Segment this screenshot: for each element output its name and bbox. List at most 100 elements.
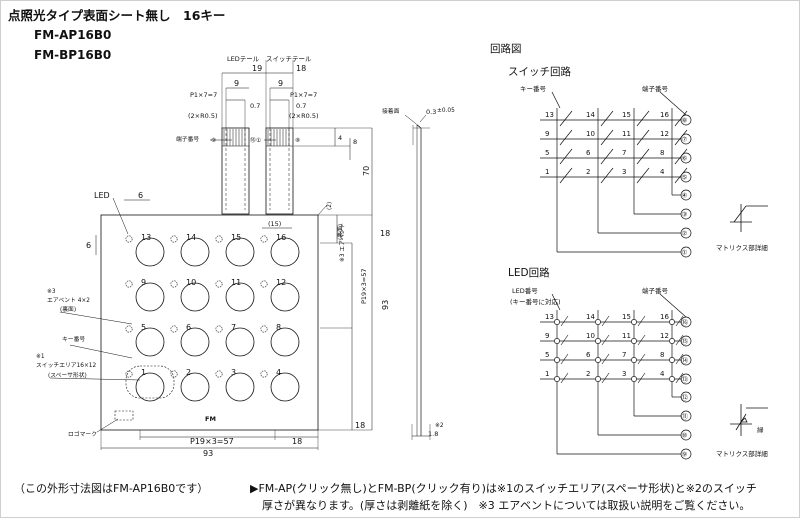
- svg-text:①: ①: [682, 249, 688, 257]
- grid-key-2: 2: [586, 370, 590, 378]
- key-9: [135, 282, 165, 312]
- model-number-ap: FM-AP16B0: [34, 28, 112, 42]
- key-number-15: 15: [231, 233, 241, 242]
- keypad-panel: [100, 214, 319, 431]
- grid-key-6: 6: [586, 149, 591, 157]
- svg-text:⑫: ⑫: [682, 394, 689, 402]
- led-tail-body: [221, 127, 250, 215]
- note1-title: ※1: [36, 354, 45, 360]
- switch-tail-label: スイッチテール: [266, 55, 312, 63]
- key-number-8: 8: [276, 323, 281, 332]
- pitch-vertical: P19×3=57: [360, 269, 368, 305]
- key-number-7: 7: [231, 323, 236, 332]
- terminal-⑮: [680, 335, 692, 347]
- led-number-label: LED番号: [512, 287, 538, 295]
- dim-15: (15): [268, 220, 281, 228]
- pin-1-label: ①: [256, 137, 261, 144]
- key-number-11: 11: [231, 278, 241, 287]
- key-15: [225, 237, 255, 267]
- dim-07-led: 0.7: [250, 102, 260, 110]
- note3-vent: エアベント 4×2: [47, 297, 90, 304]
- led-1: [125, 370, 133, 378]
- key-4: [270, 372, 300, 402]
- switch-tail-body: [265, 127, 294, 215]
- dim-9-led: 9: [234, 79, 239, 88]
- grid-key-11: 11: [622, 130, 631, 138]
- dim-18-right-a: 18: [380, 229, 390, 238]
- grid-key-14: 14: [586, 111, 595, 119]
- side-view: [404, 114, 431, 440]
- led-15: [215, 235, 223, 243]
- svg-text:⑥: ⑥: [682, 155, 688, 163]
- key-8: [270, 327, 300, 357]
- footer-note-right-2: 厚さが異なります。(厚さは剥離紙を除く) ※3 エアベントについては取扱い説明を…: [262, 499, 751, 512]
- grid-key-9: 9: [545, 332, 549, 340]
- key-6: [180, 327, 210, 357]
- led-tail-connector: [222, 129, 249, 147]
- logo-mark-area: [114, 410, 134, 421]
- svg-text:④: ④: [682, 192, 688, 200]
- pitch-horizontal: P19×3=57: [190, 437, 234, 446]
- svg-text:⑬: ⑬: [682, 376, 689, 384]
- terminal-⑨: [680, 448, 692, 460]
- dim-4: 4: [338, 134, 342, 142]
- key-12: [270, 282, 300, 312]
- grid-key-7: 7: [622, 351, 626, 359]
- grid-key-13: 13: [545, 111, 554, 119]
- key-14: [180, 237, 210, 267]
- terminal-⑬: [680, 373, 692, 385]
- key-3: [225, 372, 255, 402]
- key-number-1: 1: [141, 368, 146, 377]
- dim-93-right: 93: [381, 300, 390, 310]
- radius-led: (2×R0.5): [188, 112, 218, 120]
- grid-key-14: 14: [586, 313, 595, 321]
- terminal-⑥: [680, 152, 692, 164]
- key-number-5: 5: [141, 323, 146, 332]
- switch-terminal-number-label: 端子番号: [642, 84, 669, 93]
- key-11: [225, 282, 255, 312]
- key-number-4: 4: [276, 368, 281, 377]
- led-tail-label: LEDテール: [227, 55, 260, 63]
- bottom-thickness: 1.8: [428, 430, 438, 438]
- pin-8-label: ⑧: [295, 137, 300, 144]
- switch-area-outline: [125, 365, 175, 399]
- svg-text:⑦: ⑦: [682, 136, 688, 144]
- grid-key-10: 10: [586, 332, 595, 340]
- led-9: [125, 280, 133, 288]
- grid-key-8: 8: [660, 351, 664, 359]
- led-5: [125, 325, 133, 333]
- key-number-10: 10: [186, 278, 196, 287]
- terminal-⑭: [680, 354, 692, 366]
- led-3: [215, 370, 223, 378]
- led-14: [170, 235, 178, 243]
- terminal-⑪: [680, 410, 692, 422]
- grid-key-6: 6: [586, 351, 591, 359]
- dim-8: 8: [353, 138, 357, 146]
- key-number-2: 2: [186, 368, 191, 377]
- switch-key-number-label: キー番号: [520, 85, 547, 93]
- led-16: [260, 235, 268, 243]
- svg-text:⑮: ⑮: [682, 338, 689, 346]
- air-vent-label: ※3 エアベント: [339, 223, 346, 262]
- key-5: [135, 327, 165, 357]
- switch-circuit-title: スイッチ回路: [508, 65, 571, 78]
- grid-key-11: 11: [622, 332, 631, 340]
- key-7: [225, 327, 255, 357]
- grid-key-7: 7: [622, 149, 626, 157]
- dim-70: 70: [362, 166, 371, 176]
- dim-6-top: 6: [138, 191, 143, 200]
- footer-note-left: （この外形寸法図はFM-AP16B0です）: [14, 482, 209, 495]
- pitch-led: P1×7=7: [190, 91, 217, 99]
- grid-key-3: 3: [622, 168, 626, 176]
- grid-key-1: 1: [545, 168, 549, 176]
- led-label: LED: [94, 191, 110, 200]
- switch-tail-connector: [266, 129, 293, 147]
- pitch-switch: P1×7=7: [290, 91, 317, 99]
- led-4: [260, 370, 268, 378]
- svg-text:⑪: ⑪: [682, 413, 689, 421]
- note2-mark: ※2: [435, 423, 444, 429]
- svg-text:⑩: ⑩: [682, 432, 688, 440]
- switch-matrix-detail-label: マトリクス部詳細: [716, 243, 768, 252]
